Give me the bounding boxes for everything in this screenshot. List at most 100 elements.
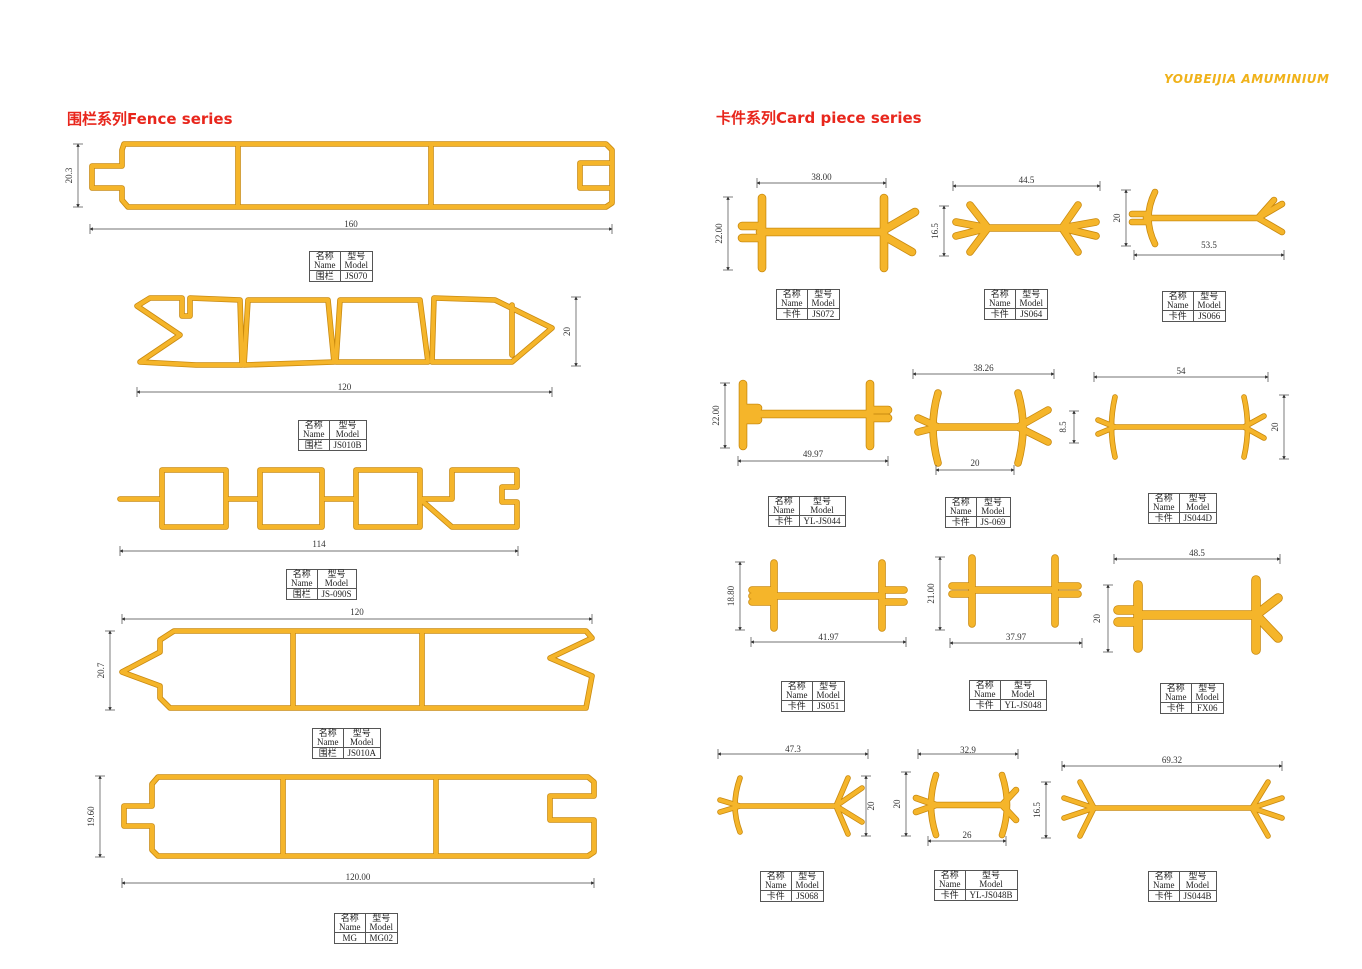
name-header-cn: 名称 (774, 496, 793, 506)
model-header-cn: 型号 (1188, 871, 1207, 881)
brand-logo: YOUBEIJIA AMUMINIUM (1164, 72, 1330, 86)
name-header-en: Name (317, 737, 339, 747)
js010a-profile (119, 628, 595, 711)
name-value: 卡件 (945, 516, 977, 528)
jsyl048b-inner-dim-label: 26 (963, 830, 973, 840)
model-value: JS044D (1178, 512, 1218, 524)
js044d-profile-fill (1096, 395, 1266, 459)
name-header-cn: 名称 (1166, 683, 1185, 693)
model-value: FX06 (1190, 702, 1224, 714)
name-value: 卡件 (776, 308, 808, 320)
js066-profile-fill (1129, 189, 1285, 247)
js064-height-dim-label: 16.5 (930, 223, 940, 239)
jsyl044-height-dim-label: 22.00 (711, 405, 721, 426)
js072-width-dim-label: 38.00 (811, 172, 832, 182)
js069-profile-fill (915, 390, 1051, 466)
js010a-profile-fill (120, 629, 594, 710)
model-header-en: Model (350, 737, 374, 747)
js069-height-dim-label: 8.5 (1058, 421, 1068, 433)
name-header-en: Name (773, 505, 795, 515)
model-header-cn: 型号 (352, 728, 371, 738)
name-header-cn: 名称 (951, 497, 970, 507)
mg02-height-dim-label: 19.60 (86, 806, 96, 827)
name-header-en: Name (781, 298, 803, 308)
card-section-title: 卡件系列Card piece series (716, 109, 922, 127)
fx06-height-dim-label: 20 (1092, 614, 1102, 624)
name-value: 卡件 (969, 699, 1001, 711)
js066-width-dim-label: 53.5 (1201, 240, 1217, 250)
name-value: 卡件 (768, 515, 800, 527)
name-value: 围栏 (286, 588, 318, 600)
model-value: YL-JS048 (999, 699, 1047, 711)
mg02-profile (121, 774, 597, 859)
mg02-width-dim-label: 120.00 (346, 872, 371, 882)
name-value: 围栏 (309, 270, 341, 282)
model-header-en: Model (816, 690, 841, 700)
model-header-en: Model (344, 260, 369, 270)
model-header-cn: 型号 (798, 871, 817, 881)
model-header-cn: 型号 (982, 870, 1001, 880)
name-value: 卡件 (984, 308, 1016, 320)
model-value: JS051 (811, 700, 845, 712)
name-header-en: Name (939, 879, 961, 889)
js051-profile-fill (749, 560, 907, 631)
js064-width-dim-label: 44.5 (1019, 175, 1035, 185)
jsyl044-profile-fill (739, 380, 892, 450)
name-header-cn: 名称 (1154, 493, 1173, 503)
model-header-cn: 型号 (813, 496, 832, 506)
name-header-cn: 名称 (782, 289, 801, 299)
js051-height-dim-label: 18.80 (726, 585, 736, 606)
model-header-cn: 型号 (1188, 493, 1207, 503)
name-header-cn: 名称 (940, 870, 959, 880)
model-header-cn: 型号 (819, 681, 838, 691)
js010b-profile-fill (135, 296, 554, 367)
jsyl048b-height-dim-label: 20 (892, 799, 902, 809)
model-value: JS010B (328, 439, 367, 451)
model-value: JS064 (1014, 308, 1048, 320)
model-header-en: Model (795, 880, 820, 890)
js070-profile (89, 141, 615, 210)
js044d-width-dim-label: 54 (1177, 366, 1187, 376)
model-header-cn: 型号 (338, 420, 357, 430)
name-header-cn: 名称 (975, 680, 994, 690)
model-header-cn: 型号 (1022, 289, 1041, 299)
name-header-cn: 名称 (304, 420, 323, 430)
name-header-en: Name (974, 689, 996, 699)
js044b-profile-fill (1062, 780, 1284, 838)
js068-width-dim-label: 47.3 (785, 744, 801, 754)
model-value: JS010A (342, 747, 382, 759)
js072-profile-fill (738, 194, 919, 272)
js051-width-dim-label: 41.97 (818, 632, 839, 642)
model-header-en: Model (1197, 300, 1222, 310)
model-value: JS072 (806, 308, 840, 320)
name-header-cn: 名称 (787, 681, 806, 691)
name-value: 卡件 (1148, 512, 1180, 524)
name-header-en: Name (950, 506, 972, 516)
model-header-en: Model (1019, 298, 1044, 308)
name-header-en: Name (314, 260, 336, 270)
model-header-en: Model (811, 298, 836, 308)
js070-height-dim-label: 20.3 (64, 167, 74, 183)
